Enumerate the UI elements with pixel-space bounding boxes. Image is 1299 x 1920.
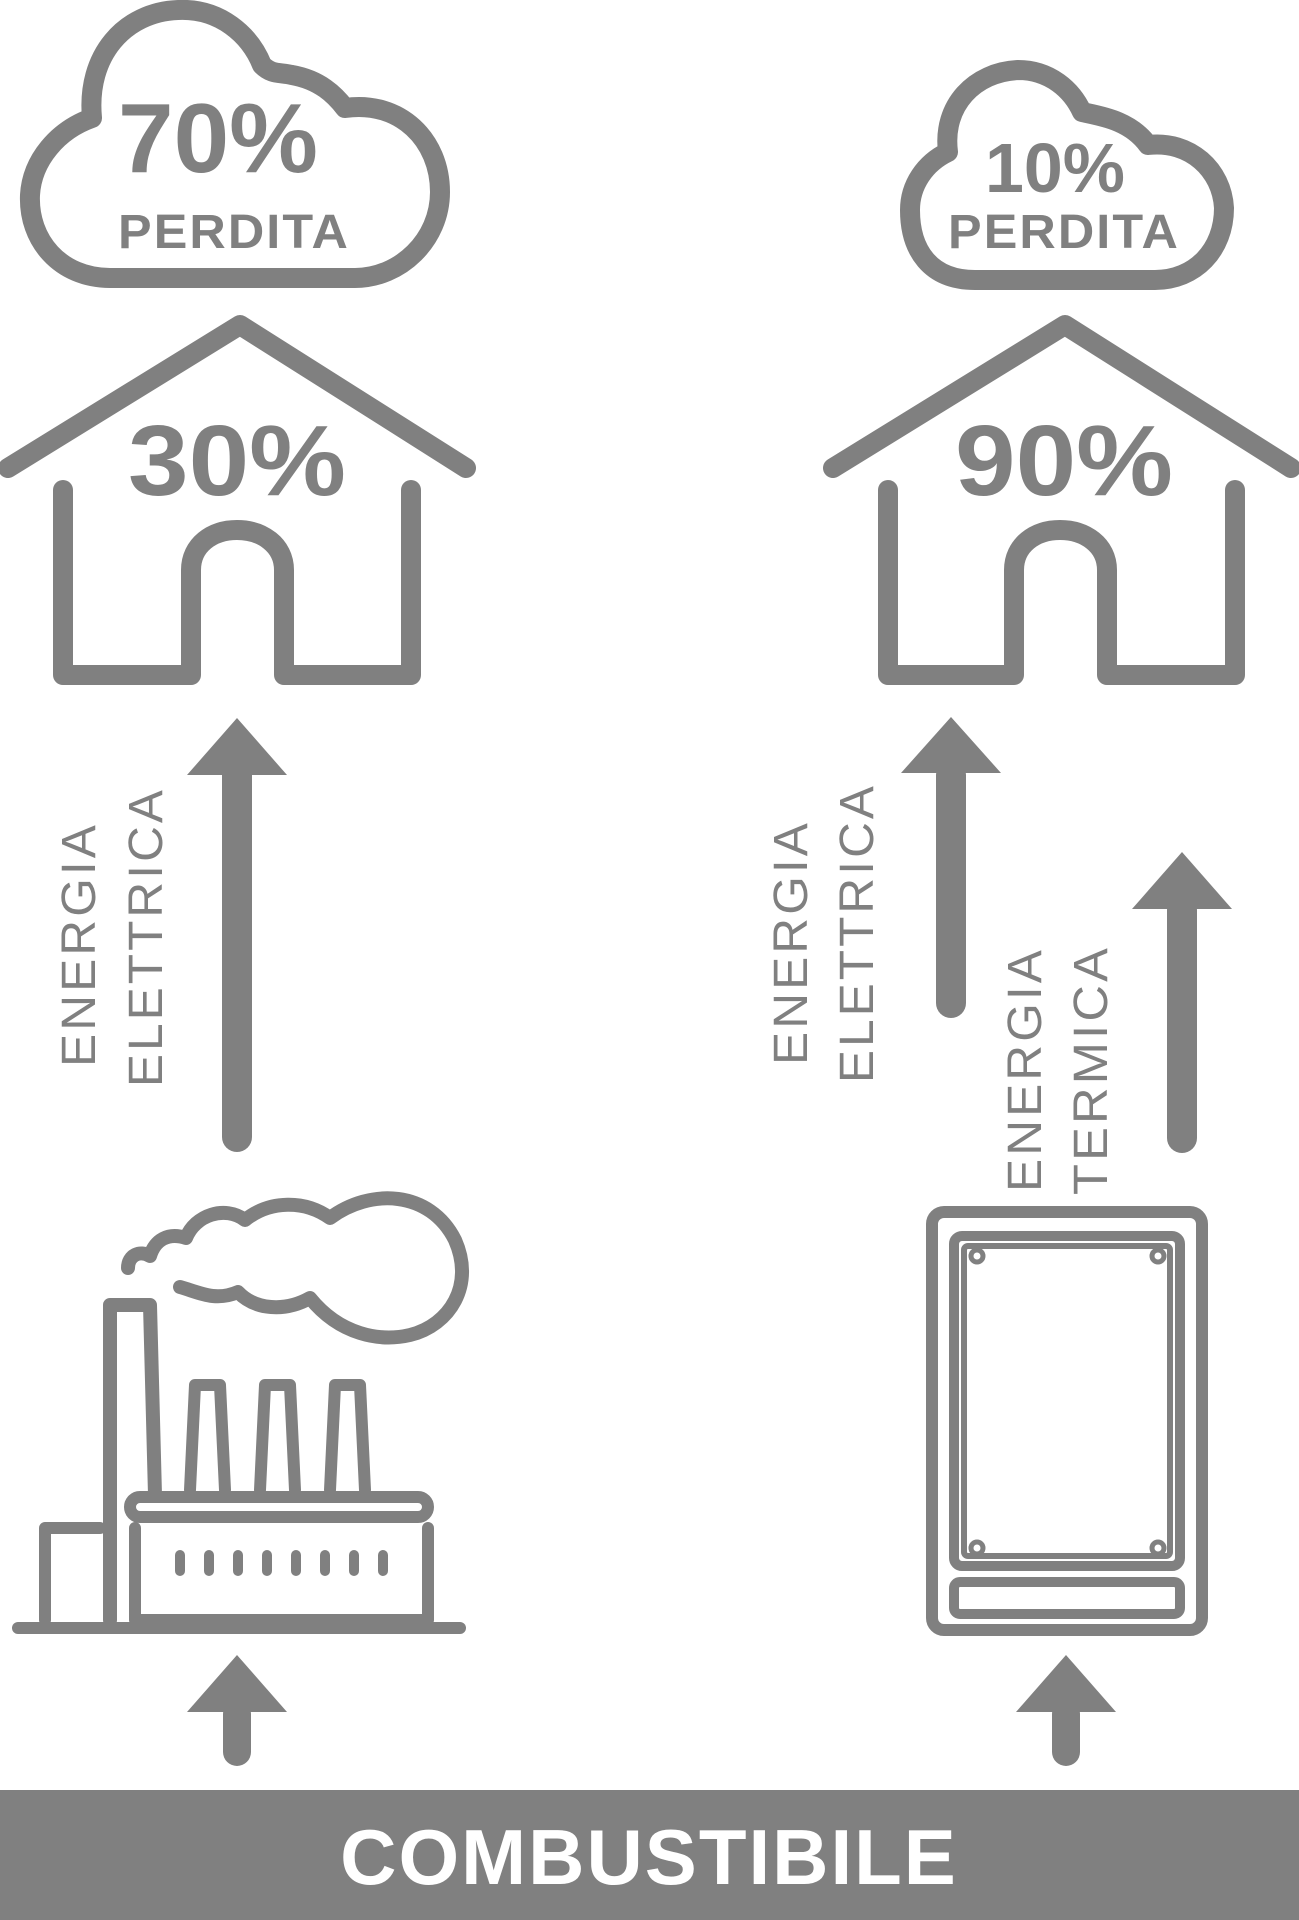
left-useful-percent: 30% xyxy=(128,405,346,517)
right-loss-percent: 10% xyxy=(985,129,1125,207)
left-electric-arrow-icon xyxy=(187,718,287,1152)
right-electric-label-line2: ELETTRICA xyxy=(831,783,884,1083)
left-power-plant-icon xyxy=(12,1191,470,1634)
right-electric-arrow-icon xyxy=(901,717,1001,1018)
left-house-icon xyxy=(0,315,476,685)
left-loss-percent: 70% xyxy=(118,83,318,193)
left-loss-label: PERDITA xyxy=(118,206,350,259)
right-useful-percent: 90% xyxy=(955,405,1173,517)
right-cloud-icon xyxy=(900,60,1234,290)
right-electric-label-line1: ENERGIA xyxy=(765,820,818,1065)
right-thermal-label: ENERGIA TERMICA xyxy=(999,945,1118,1195)
right-thermal-label-line1: ENERGIA xyxy=(999,947,1052,1192)
left-fuel-arrow-icon xyxy=(187,1655,287,1766)
right-fuel-arrow-icon xyxy=(1016,1655,1116,1766)
right-cogeneration-unit-icon xyxy=(926,1206,1208,1636)
fuel-label: COMBUSTIBILE xyxy=(340,1813,958,1901)
left-electric-label-line2: ELETTRICA xyxy=(120,787,173,1087)
right-loss-label: PERDITA xyxy=(948,206,1180,259)
fuel-bar xyxy=(0,1790,1299,1920)
right-thermal-arrow-icon xyxy=(1132,852,1232,1153)
left-cloud-icon xyxy=(19,0,450,288)
right-thermal-label-line2: TERMICA xyxy=(1065,945,1118,1195)
right-house-icon xyxy=(823,315,1299,685)
right-electric-label: ENERGIA ELETTRICA xyxy=(765,783,884,1083)
left-electric-label-line1: ENERGIA xyxy=(53,822,106,1067)
left-electric-label: ENERGIA ELETTRICA xyxy=(53,787,173,1087)
unit-screws xyxy=(968,1247,1167,1557)
